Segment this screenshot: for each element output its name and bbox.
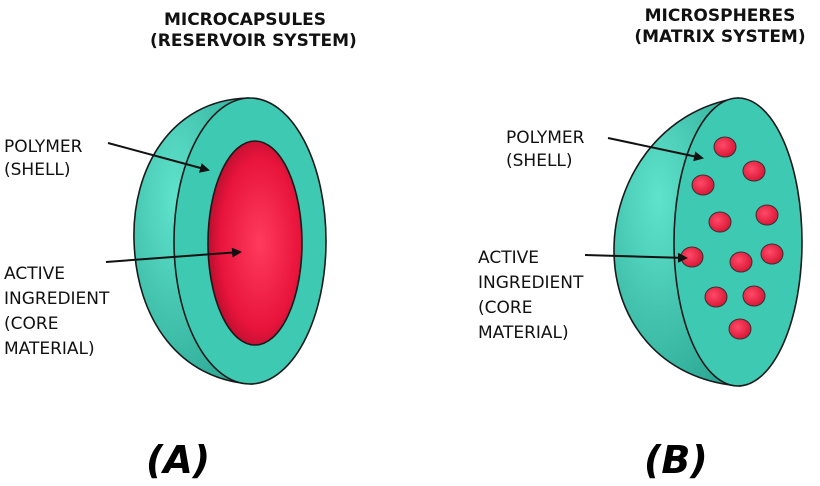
panel-b-shell-label-line2: (SHELL) bbox=[506, 151, 573, 171]
core-particle bbox=[691, 174, 715, 196]
panel-b-core-label-line3: (CORE bbox=[478, 298, 533, 318]
panel-a-shell-label-line2: (SHELL) bbox=[4, 160, 71, 180]
panel-a-shell-label: POLYMER (SHELL) bbox=[4, 136, 82, 182]
panel-a-core-label-line2: INGREDIENT bbox=[4, 289, 110, 309]
panel-a-core-label-line1: ACTIVE bbox=[4, 264, 65, 284]
panel-b-core-label-line2: INGREDIENT bbox=[478, 273, 584, 293]
core-particle bbox=[755, 204, 779, 226]
microcapsule-shape bbox=[133, 97, 327, 385]
core-particle bbox=[729, 251, 753, 273]
panel-a-title-line2: (RESERVOIR SYSTEM) bbox=[150, 31, 357, 51]
panel-b-title-line2: (MATRIX SYSTEM) bbox=[634, 27, 806, 47]
panel-b-core-label: ACTIVE INGREDIENT (CORE MATERIAL) bbox=[478, 246, 583, 346]
panel-a-caption: (A) bbox=[146, 438, 211, 482]
capsule-core bbox=[207, 140, 303, 346]
microsphere-shape bbox=[613, 97, 803, 387]
shell-pointer-arrow-b bbox=[607, 137, 704, 162]
core-particle bbox=[742, 285, 766, 307]
core-particle bbox=[708, 211, 732, 233]
core-particle bbox=[704, 286, 728, 308]
core-particle bbox=[713, 136, 737, 158]
panel-a-title: MICROCAPSULES (RESERVOIR SYSTEM) bbox=[150, 10, 357, 52]
panel-b-core-label-line4: MATERIAL) bbox=[478, 323, 569, 343]
panel-b-caption: (B) bbox=[644, 438, 708, 482]
core-particle bbox=[728, 318, 752, 340]
core-pointer-arrow-b bbox=[584, 252, 688, 263]
panel-b-shell-label-line1: POLYMER bbox=[506, 128, 585, 148]
panel-a-core-label-line3: (CORE bbox=[4, 314, 59, 334]
sphere-matrix-face bbox=[673, 97, 803, 387]
panel-a-shell-label-line1: POLYMER bbox=[4, 137, 83, 157]
panel-b-title: MICROSPHERES (MATRIX SYSTEM) bbox=[625, 6, 815, 48]
panel-b-shell-label: POLYMER (SHELL) bbox=[506, 127, 584, 173]
panel-a-core-label: ACTIVE INGREDIENT (CORE MATERIAL) bbox=[4, 262, 109, 362]
core-particle bbox=[742, 160, 766, 182]
core-pointer-arrow-a bbox=[105, 247, 242, 263]
shell-pointer-arrow-a bbox=[107, 142, 210, 173]
core-particles bbox=[680, 136, 784, 340]
panel-a-core-label-line4: MATERIAL) bbox=[4, 339, 95, 359]
panel-b-title-line1: MICROSPHERES bbox=[644, 6, 796, 26]
panel-b-core-label-line1: ACTIVE bbox=[478, 248, 539, 268]
panel-a-title-line1: MICROCAPSULES bbox=[163, 10, 327, 30]
core-particle bbox=[760, 243, 784, 265]
